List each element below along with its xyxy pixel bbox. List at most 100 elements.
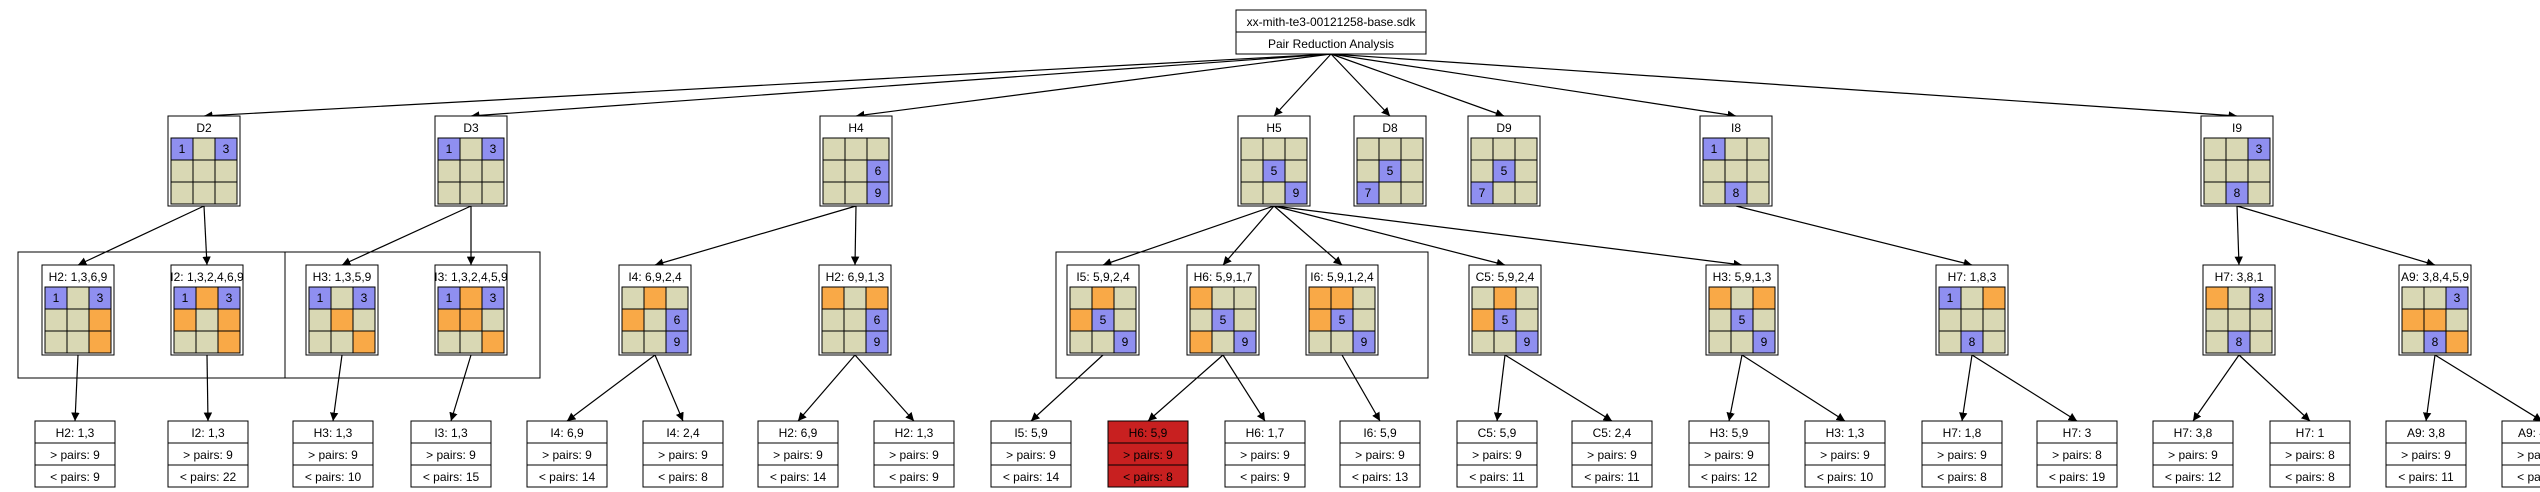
- leaf-greater-pairs: > pairs: 8: [2052, 448, 2102, 462]
- cell-digit: 1: [446, 142, 453, 156]
- grid-cell: [1308, 330, 1332, 354]
- leaf-label: H2: 1,3: [895, 426, 934, 440]
- grid-cell: [1960, 308, 1984, 332]
- edge-arrow: [203, 53, 1332, 120]
- grid-cell: [1352, 308, 1376, 332]
- leaf-box: [757, 420, 839, 488]
- edge-arrow: [1147, 354, 1224, 422]
- leaf-less-pairs: < pairs: 9: [889, 470, 939, 484]
- grid-cell: [822, 137, 846, 161]
- grid-cell: [173, 308, 197, 332]
- leaf-box: [1456, 420, 1538, 488]
- leaf-node: H7: 1,8> pairs: 9< pairs: 8: [1921, 420, 2003, 488]
- leaf-less-pairs: < pairs: 22: [180, 470, 237, 484]
- grid-cell: [2227, 286, 2251, 310]
- leaf-node: H2: 1,3> pairs: 9< pairs: 9: [34, 420, 116, 488]
- cell-digit: 1: [317, 291, 324, 305]
- grid-cell: [481, 308, 505, 332]
- grid-cell: [66, 330, 90, 354]
- leaf-less-pairs: < pairs: 11: [1469, 470, 1525, 484]
- grid-cell: [437, 181, 461, 205]
- grid-cell: [1284, 137, 1308, 161]
- cell-digit: 1: [182, 291, 189, 305]
- edge-arrow: [1330, 53, 1505, 118]
- grid-cell: [1982, 286, 2006, 310]
- cell-digit: 3: [361, 291, 368, 305]
- leaf-less-pairs: < pairs: 9: [1240, 470, 1290, 484]
- leaf-box: [167, 420, 249, 488]
- node-label: I6: 5,9,1,2,4: [1310, 270, 1374, 284]
- edge-arrow: [77, 205, 205, 266]
- grid-cell: [621, 286, 645, 310]
- leaf-greater-pairs: > pairs: 9: [1472, 448, 1522, 462]
- grid-cell: [1752, 330, 1776, 354]
- cell-digit: 6: [674, 313, 681, 327]
- cell-digit: 8: [1733, 186, 1740, 200]
- leaf-greater-pairs: > pairs: 9: [1123, 448, 1173, 462]
- leaf-node: I5: 5,9> pairs: 9< pairs: 14: [990, 420, 1072, 488]
- edge-arrow: [850, 205, 860, 266]
- edge-arrow: [2236, 205, 2436, 267]
- grid-cell: [1514, 137, 1538, 161]
- leaf-greater-pairs: > pairs: 8: [2285, 448, 2335, 462]
- node-label: H3: 1,3,5,9: [313, 270, 372, 284]
- leaf-box: [1921, 420, 2003, 488]
- leaf-box: [292, 420, 374, 488]
- leaf-node: A9: 3,8> pairs: 9< pairs: 11: [2385, 420, 2467, 488]
- grid-cell: [1113, 330, 1137, 354]
- leaf-label: I3: 1,3: [434, 426, 468, 440]
- grid-cell: [1189, 286, 1213, 310]
- cell-digit: 3: [223, 142, 230, 156]
- edge-arrow: [1959, 354, 1973, 422]
- leaf-less-pairs: < pairs: 12: [2165, 470, 2222, 484]
- grid-cell: [1284, 159, 1308, 183]
- cell-digit: 6: [874, 313, 881, 327]
- edge-arrow: [1504, 354, 1613, 422]
- leaf-label: H6: 1,7: [1246, 426, 1285, 440]
- edge-arrow: [2234, 205, 2243, 266]
- leaf-node: H6: 1,7> pairs: 9< pairs: 9: [1224, 420, 1306, 488]
- node-label: H7: 3,8,1: [2215, 270, 2264, 284]
- grid-cell: [1400, 159, 1424, 183]
- edge-arrow: [1330, 53, 1391, 117]
- grid-cell: [821, 330, 845, 354]
- edge-arrow: [1971, 354, 2078, 422]
- grid-cell: [1514, 159, 1538, 183]
- leaf-less-pairs: < pairs: 13: [1352, 470, 1409, 484]
- grid-cell: [1308, 286, 1332, 310]
- grid-cell: [643, 308, 667, 332]
- root-subtitle: Pair Reduction Analysis: [1268, 37, 1394, 51]
- grid-cell: [1493, 286, 1517, 310]
- cluster-layer: [17, 251, 1429, 379]
- grid-cell: [44, 330, 68, 354]
- grid-cell: [352, 308, 376, 332]
- grid-cell: [844, 181, 868, 205]
- grid-cell: [459, 137, 483, 161]
- cell-digit: 3: [97, 291, 104, 305]
- leaf-greater-pairs: > pairs: 9: [1006, 448, 1056, 462]
- grid-node-n-h2b: H2: 6,9,1,369: [818, 264, 892, 356]
- leaf-box: [642, 420, 724, 488]
- edge-arrow: [1273, 205, 1506, 267]
- grid-cell: [308, 330, 332, 354]
- grid-cell: [1233, 330, 1257, 354]
- leaf-node: I4: 2,4> pairs: 9< pairs: 8: [642, 420, 724, 488]
- grid-cell: [2205, 308, 2229, 332]
- leaf-label: H6: 5,9: [1129, 426, 1168, 440]
- leaf-greater-pairs: > pairs: 9: [1820, 448, 1870, 462]
- leaf-label: I4: 6,9: [550, 426, 584, 440]
- edge-arrow: [1330, 53, 2238, 120]
- grid-node-n-h3b: H3: 5,9,1,359: [1705, 264, 1779, 356]
- leaf-less-pairs: < pairs: 8: [2285, 470, 2335, 484]
- grid-cell: [1308, 308, 1332, 332]
- grid-cell: [2203, 181, 2227, 205]
- grid-cell: [195, 286, 219, 310]
- cell-digit: 9: [1242, 335, 1249, 349]
- leaf-label: H2: 6,9: [779, 426, 818, 440]
- grid-cell: [1330, 286, 1354, 310]
- leaf-box: [1688, 420, 1770, 488]
- cell-digit: 5: [1100, 313, 1107, 327]
- leaf-box: [2036, 420, 2118, 488]
